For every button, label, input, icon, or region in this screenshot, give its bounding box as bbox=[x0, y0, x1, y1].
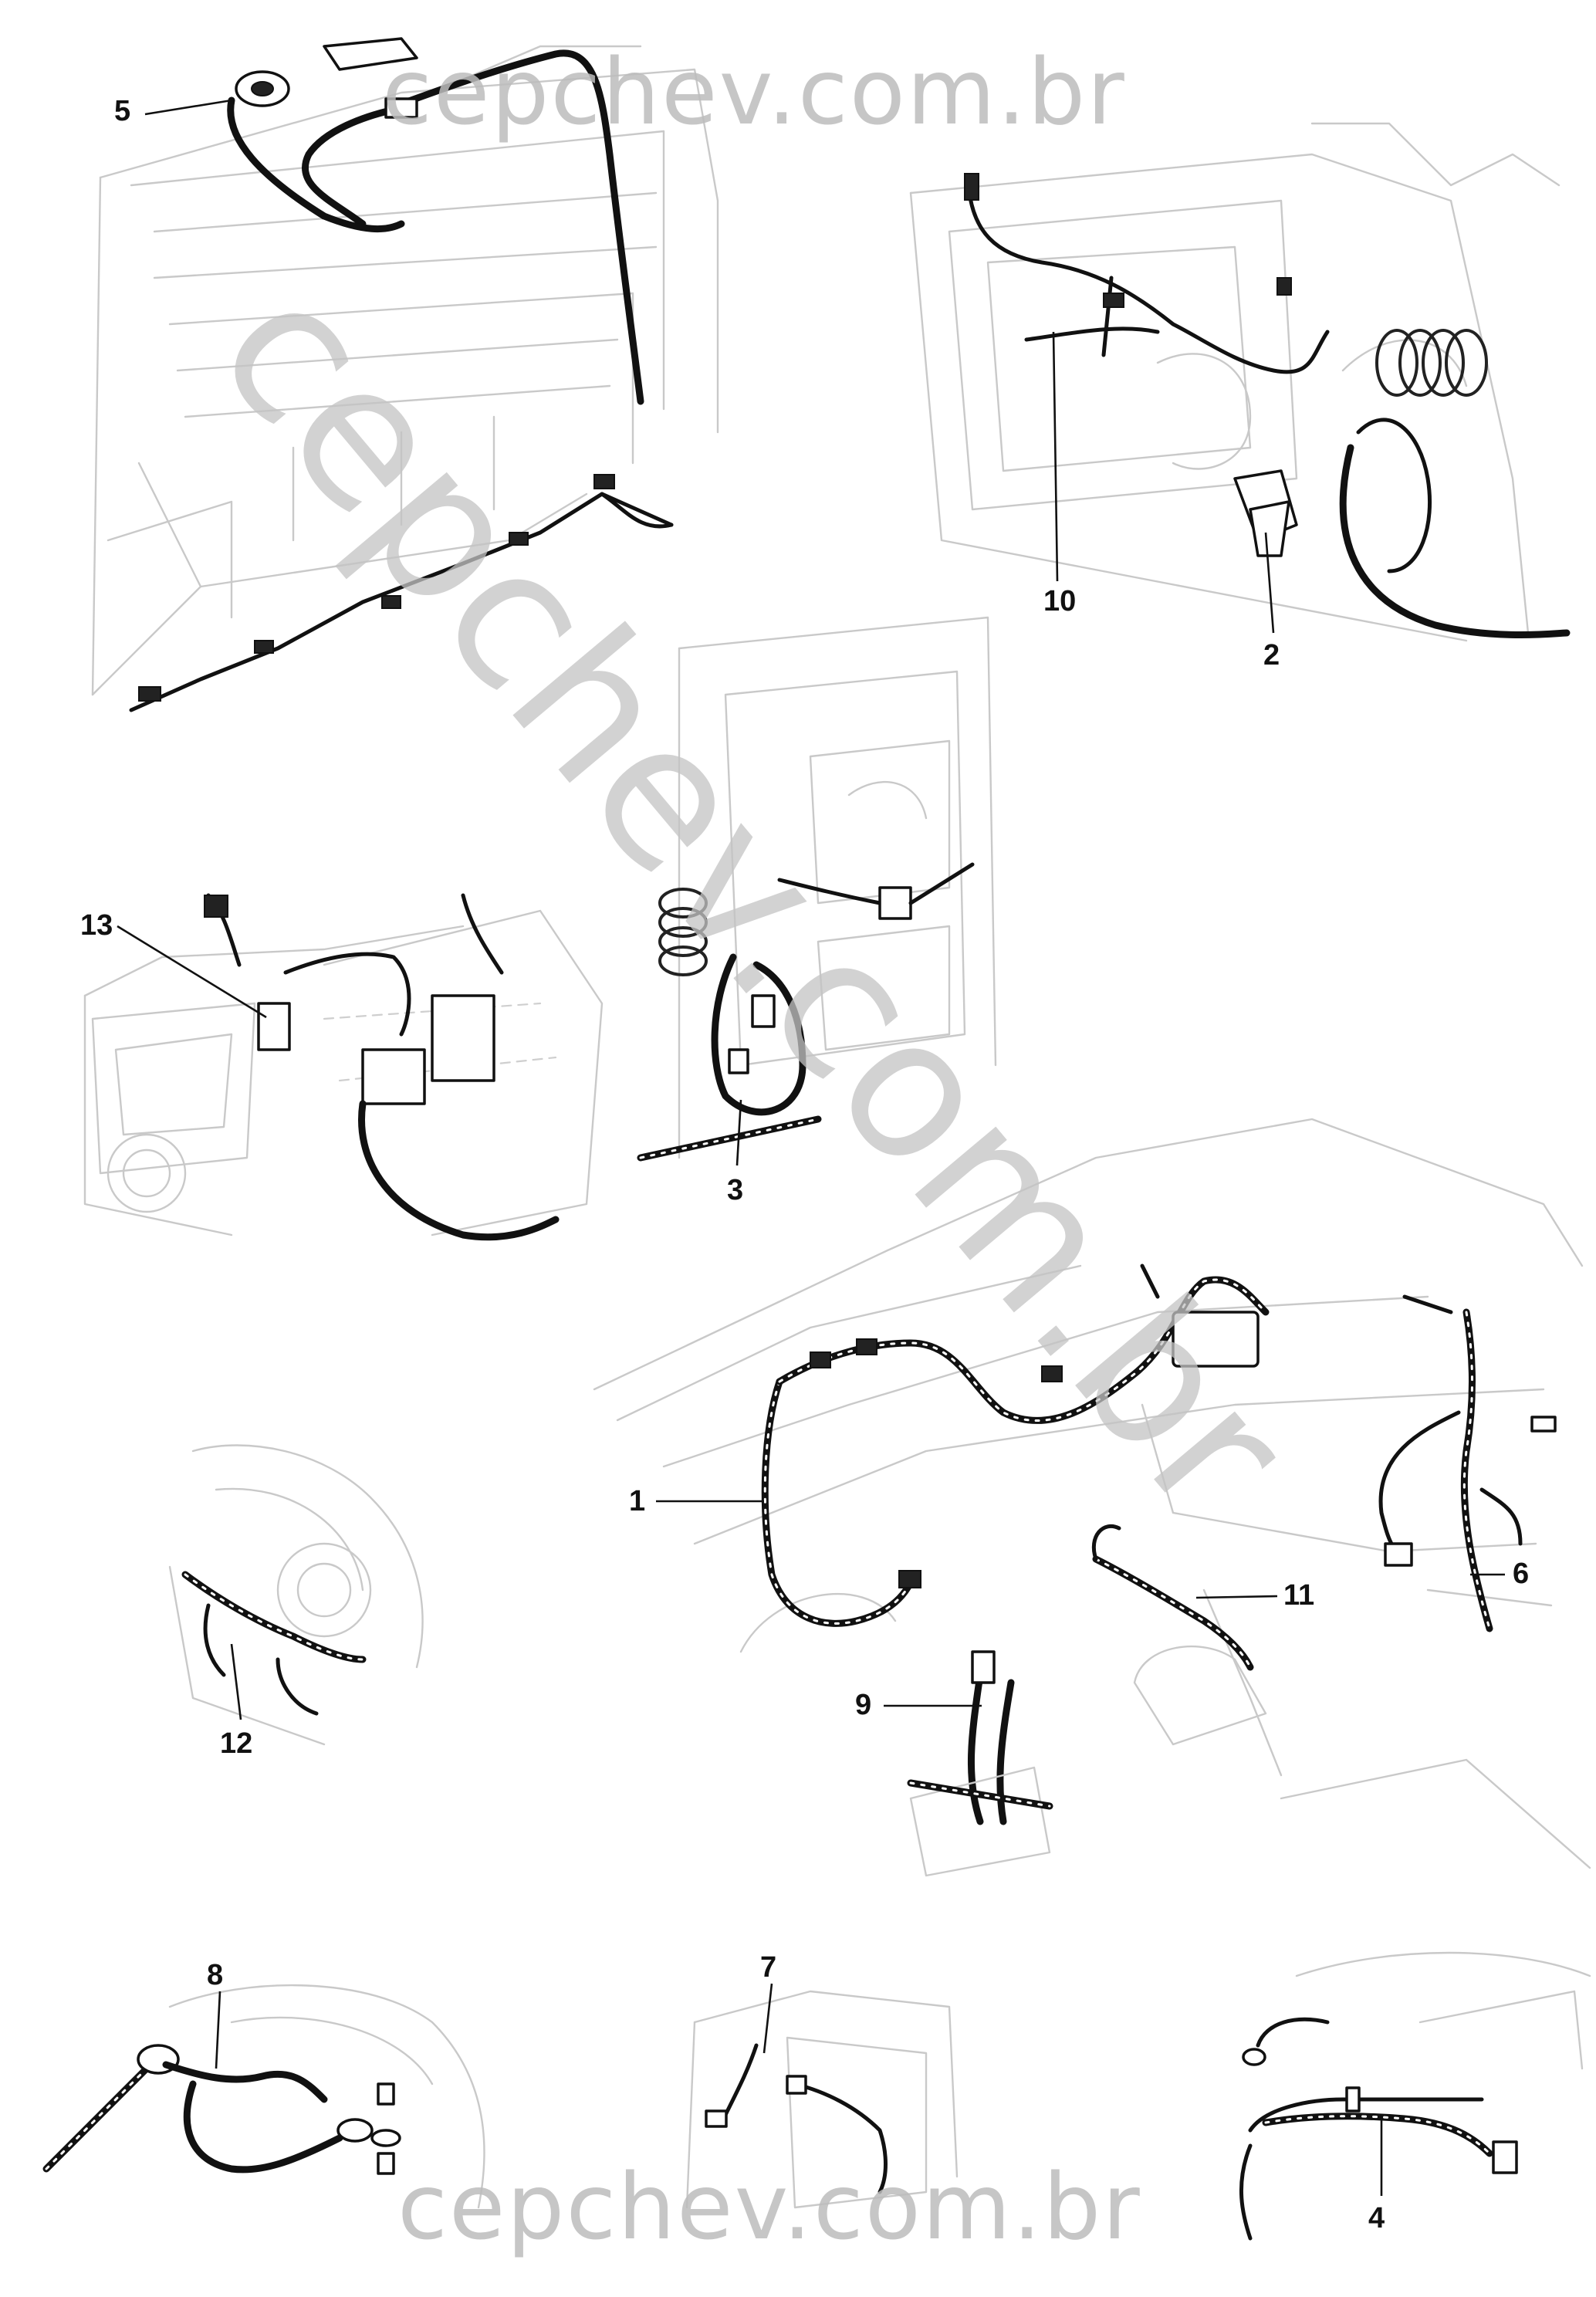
callout-6: 6 bbox=[1513, 1558, 1530, 1590]
panel-connector-7 bbox=[685, 1990, 959, 2209]
panel-ground-strap bbox=[42, 1984, 485, 2209]
callout-7: 7 bbox=[760, 1951, 777, 1984]
panel-engine-left bbox=[83, 893, 604, 1241]
panel-engine-compartment bbox=[593, 1118, 1591, 1877]
callout-1: 1 bbox=[629, 1485, 646, 1517]
watermark-top: cepchev.com.br bbox=[382, 39, 1126, 145]
callout-2: 2 bbox=[1263, 639, 1280, 672]
callout-13: 13 bbox=[80, 909, 113, 942]
leader-lines bbox=[117, 99, 1505, 2196]
panel-door bbox=[909, 122, 1571, 642]
rear-door-coil-cable bbox=[658, 888, 708, 976]
callout-12: 12 bbox=[220, 1727, 253, 1760]
callout-9: 9 bbox=[855, 1689, 872, 1721]
door-coil-cable bbox=[1375, 329, 1488, 397]
callout-5: 5 bbox=[114, 95, 131, 127]
watermark-bottom: cepchev.com.br bbox=[397, 2153, 1141, 2260]
callout-4: 4 bbox=[1368, 2202, 1385, 2234]
panel-transmission bbox=[168, 1444, 424, 1746]
panel-cab-rear bbox=[91, 37, 719, 712]
callout-3: 3 bbox=[727, 1174, 744, 1206]
callout-11: 11 bbox=[1283, 1579, 1315, 1612]
callout-8: 8 bbox=[207, 1959, 224, 1991]
panel-rear-door bbox=[637, 616, 997, 1162]
panel-lower-right bbox=[1239, 1951, 1591, 2241]
callout-10: 10 bbox=[1043, 585, 1077, 617]
